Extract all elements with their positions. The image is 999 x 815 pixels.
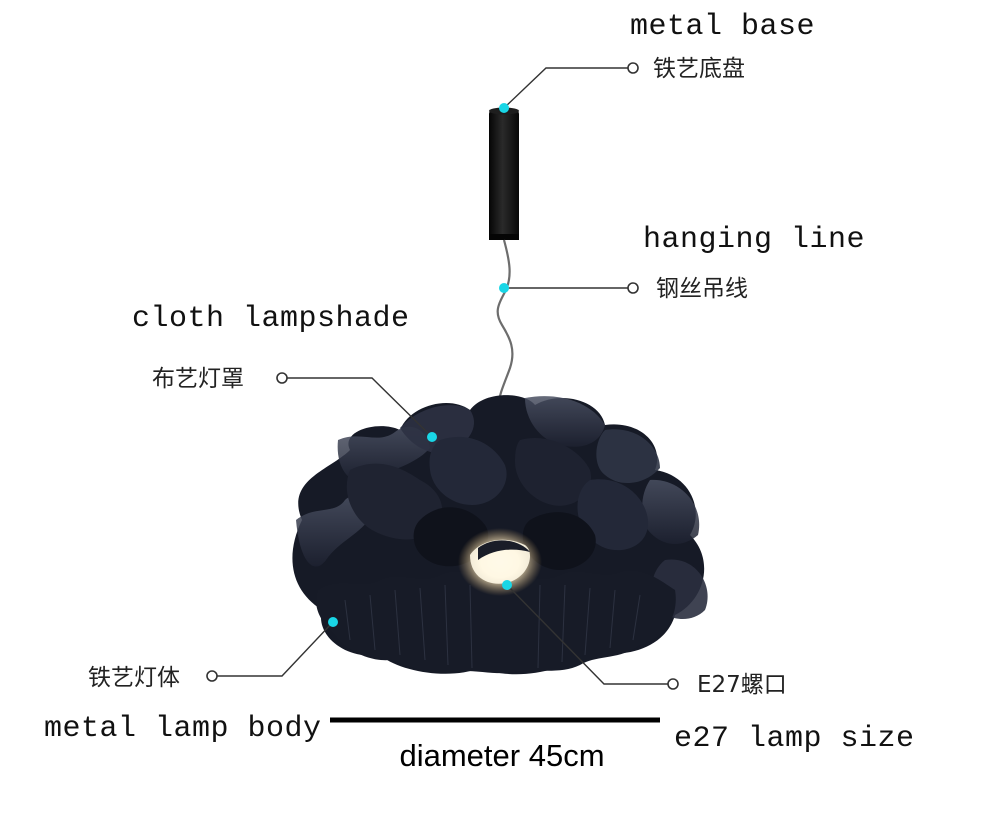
callout-lamp-body: 铁艺灯体 metal lamp body: [44, 617, 338, 746]
lamp-body-cn-label: 铁艺灯体: [88, 665, 180, 691]
hanging-wire: [498, 240, 513, 405]
hanging-line-en-label: hanging line: [643, 223, 865, 257]
cloth-lampshade-cn-label: 布艺灯罩: [152, 366, 244, 392]
lamp-body-en-label: metal lamp body: [44, 712, 322, 746]
diameter-label: diameter 45cm: [399, 738, 604, 773]
lampshade: [292, 395, 707, 674]
canopy: [489, 108, 519, 241]
cloth-lampshade-en-label: cloth lampshade: [132, 302, 410, 336]
hanging-line-cn-label: 钢丝吊线: [656, 276, 748, 302]
metal-base-cn-label: 铁艺底盘: [653, 56, 745, 82]
hanging-line-marker: [499, 283, 509, 293]
metal-base-en-label: metal base: [630, 10, 815, 44]
socket-en-label: e27 lamp size: [674, 722, 915, 756]
socket-cn-label: E27螺口: [697, 672, 787, 698]
metal-base-marker: [499, 103, 509, 113]
callout-hanging-line: hanging line 钢丝吊线: [499, 223, 865, 302]
callout-cloth-lampshade: cloth lampshade 布艺灯罩: [132, 302, 437, 442]
socket-marker: [502, 580, 512, 590]
lamp-body-marker: [328, 617, 338, 627]
callout-metal-base: metal base 铁艺底盘: [499, 10, 815, 113]
lamp-illustration: [292, 108, 707, 675]
lampshade-marker: [427, 432, 437, 442]
